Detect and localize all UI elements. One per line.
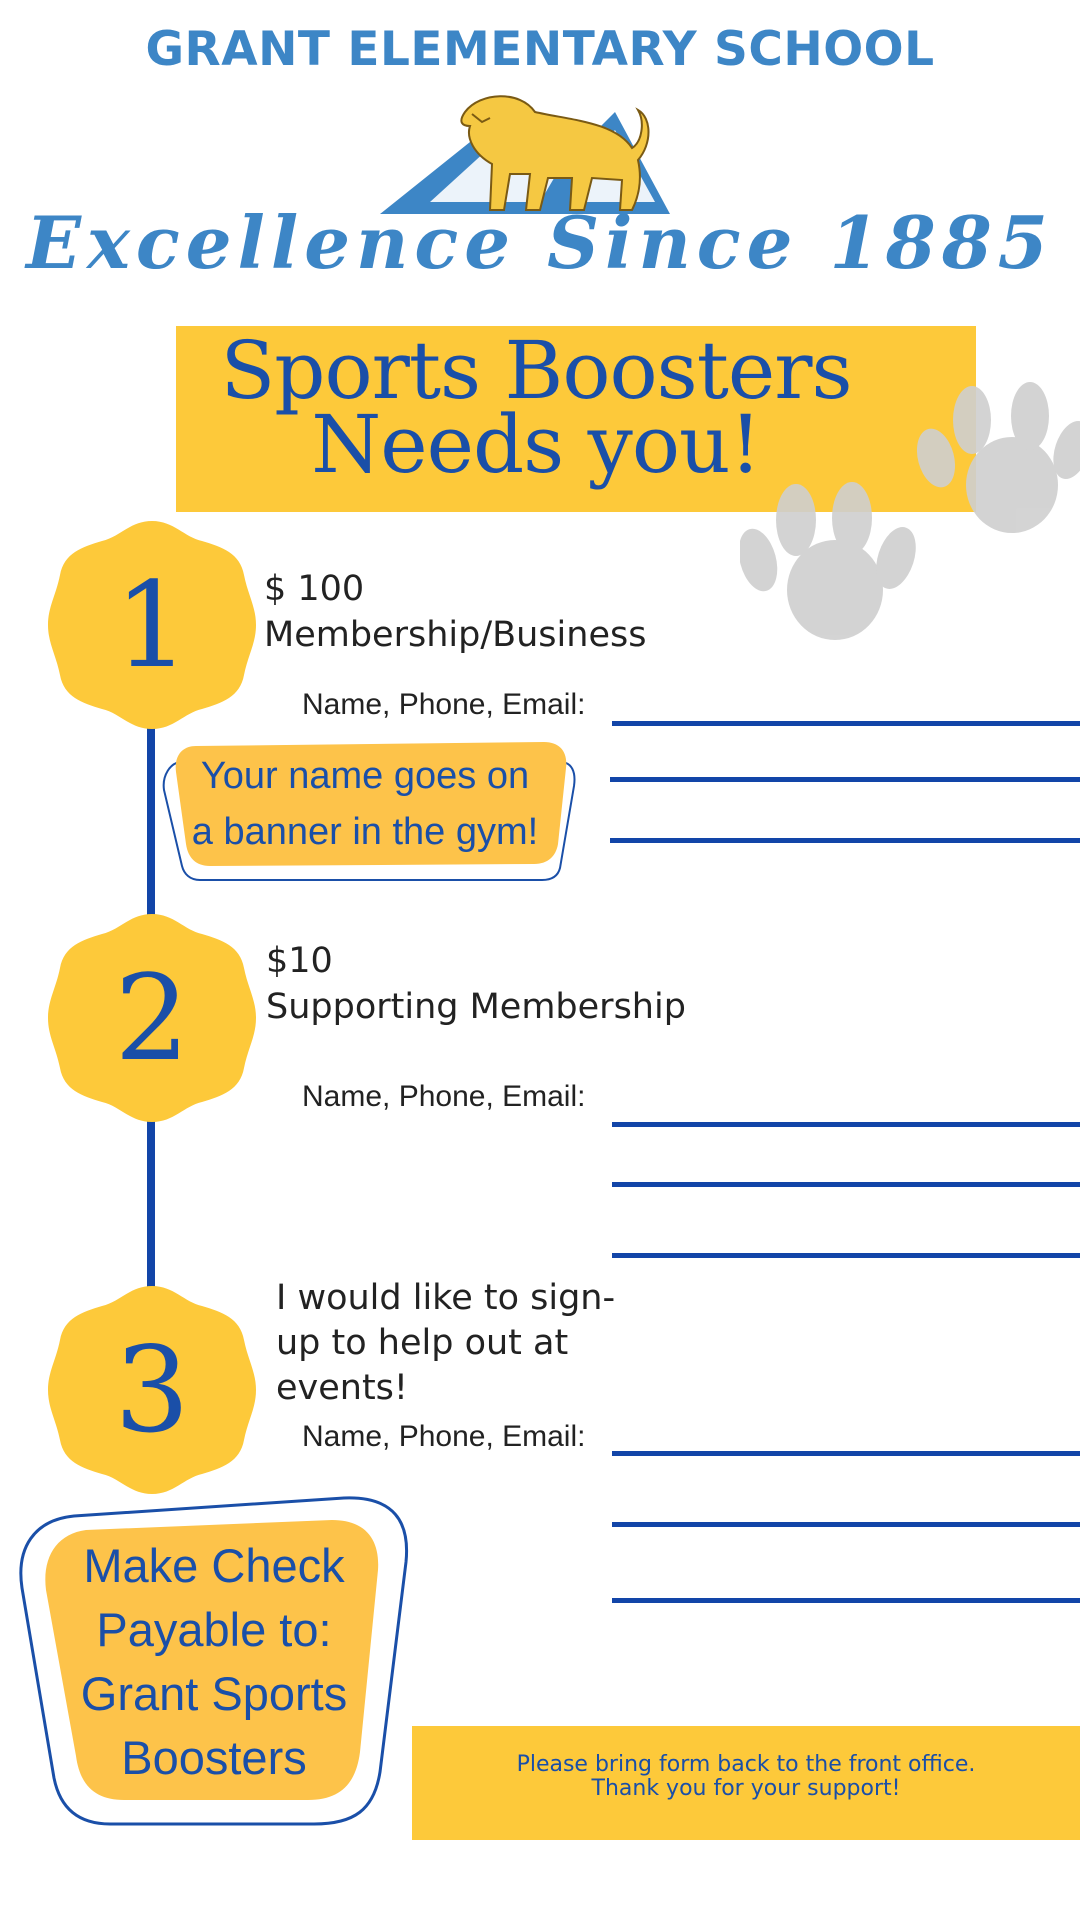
timeline-line (147, 1100, 155, 1290)
check-payable-text: Make Check Payable to: Grant Sports Boos… (44, 1534, 384, 1790)
step-1-field-label: Name, Phone, Email: (302, 688, 586, 721)
step-3-field-label: Name, Phone, Email: (302, 1420, 586, 1453)
tagline: Excellence Since 1885 (26, 200, 1054, 285)
banner-line-1: Sports Boosters (220, 324, 852, 417)
check-line-2: Payable to: (96, 1603, 332, 1656)
step-1-number: 1 (114, 556, 190, 694)
banner-line-2: Needs you! (311, 398, 761, 491)
step-2-amount: $10 (266, 941, 333, 981)
callout-outline (162, 761, 576, 881)
step-1-title: Membership/Business (264, 615, 647, 655)
callout-line-1: Your name goes on (200, 755, 530, 797)
footer-line-2: Thank you for your support! (591, 1776, 901, 1801)
footer-box (412, 1726, 1080, 1840)
signature-line[interactable] (612, 1182, 1080, 1187)
banner-callout-text: Your name goes on a banner in the gym! (160, 748, 570, 860)
step-2-number: 2 (114, 949, 190, 1087)
step-2-badge: 2 (44, 910, 260, 1126)
footer-note: Please bring form back to the front offi… (412, 1753, 1080, 1801)
signature-line[interactable] (612, 1122, 1080, 1127)
step-3-line-2: up to help out at (276, 1323, 569, 1363)
signature-line[interactable] (612, 1522, 1080, 1527)
signature-line[interactable] (612, 1253, 1080, 1258)
paw-print-icon (740, 382, 1080, 640)
cougar-mountain-logo (380, 95, 670, 214)
callout-line-2: a banner in the gym! (191, 811, 539, 853)
step-3-line-1: I would like to sign- (276, 1278, 616, 1318)
school-name: GRANT ELEMENTARY SCHOOL (145, 22, 935, 77)
signature-line[interactable] (610, 777, 1080, 782)
signature-line[interactable] (610, 838, 1080, 843)
step-3-number: 3 (114, 1321, 190, 1459)
check-line-4: Boosters (121, 1731, 307, 1784)
footer-line-1: Please bring form back to the front offi… (516, 1752, 976, 1777)
signature-line[interactable] (612, 1598, 1080, 1603)
banner-title: Sports Boosters Needs you! (176, 324, 896, 491)
signature-line[interactable] (612, 1451, 1080, 1456)
step-1-badge: 1 (44, 517, 260, 733)
timeline-line (147, 720, 155, 920)
banner-background (176, 326, 976, 512)
step-2-title: Supporting Membership (266, 987, 686, 1027)
check-payable-frame (19, 1496, 409, 1826)
step-3-title: I would like to sign- up to help out at … (276, 1276, 666, 1411)
step-3-line-3: events! (276, 1368, 408, 1408)
step-2-field-label: Name, Phone, Email: (302, 1080, 586, 1113)
check-line-3: Grant Sports (80, 1667, 348, 1720)
check-line-1: Make Check (83, 1539, 345, 1592)
step-1-amount: $ 100 (264, 569, 365, 609)
step-3-badge: 3 (44, 1282, 260, 1498)
signature-line[interactable] (612, 721, 1080, 726)
callout-fill (175, 742, 567, 866)
